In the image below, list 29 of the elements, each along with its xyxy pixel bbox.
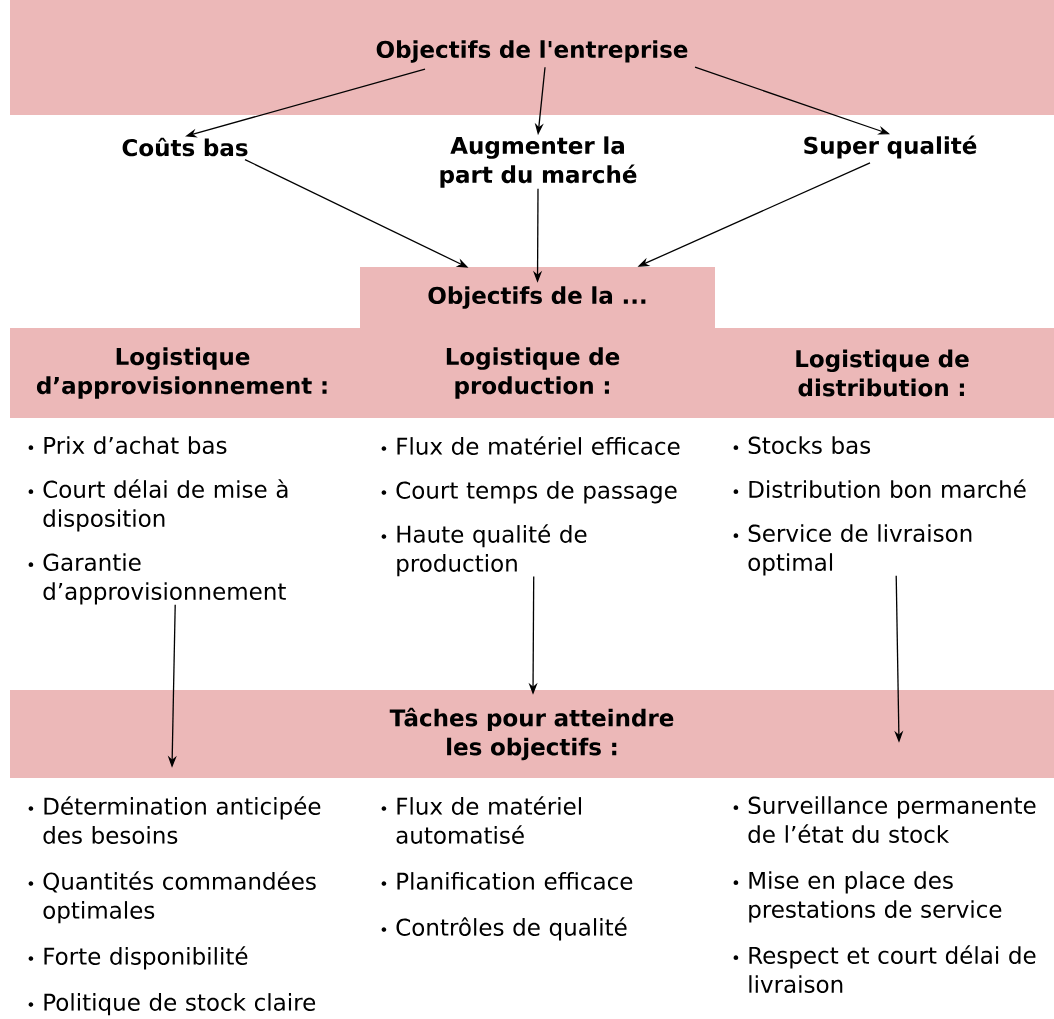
node-label: Logistique d’approvisionnement : [36,347,327,399]
list-item: Garantie d’approvisionnement [43,553,286,605]
list-item: Quantités commandées optimales [43,871,316,924]
node-label: Logistique de distribution : [796,349,969,397]
list-item: Contrôles de qualité [396,917,627,941]
header-band: Tâches pour atteindre les objectifs : [10,690,1054,778]
node-label: Objectifs de la ... [428,286,646,309]
goal-text: Augmenter la part du marché [440,136,637,188]
goal-text: Coûts bas [122,137,248,157]
list-item: Planification efficace [397,872,633,890]
header-band: Objectifs de la ... [360,267,715,328]
list-item: Prix d’achat bas [44,436,227,454]
list-item: Service de livraison optimal [748,524,972,576]
list-item: Haute qualité de production [397,524,587,577]
header-band: Objectifs de l'entreprise [10,0,1054,115]
list-item: Mise en place des prestations de service [749,871,1002,923]
list-item: Court délai de mise à disposition [43,479,288,532]
list-item: Court temps de passage [396,481,677,504]
header-band: Logistique de production : [355,328,710,418]
list-item: Flux de matériel efficace [397,436,680,455]
list-item: Forte disponibilité [44,946,248,970]
goal-text: Super qualité [804,135,977,159]
list-item: Distribution bon marché [749,479,1026,498]
list-item: Politique de stock claire [44,993,316,1016]
header-band: Logistique de distribution : [710,328,1054,418]
node-label: Logistique de production : [446,347,620,399]
list-item: Respect et court délai de livraison [749,945,1036,993]
header-band: Logistique d’approvisionnement : [10,328,355,418]
list-item: Stocks bas [748,436,871,454]
